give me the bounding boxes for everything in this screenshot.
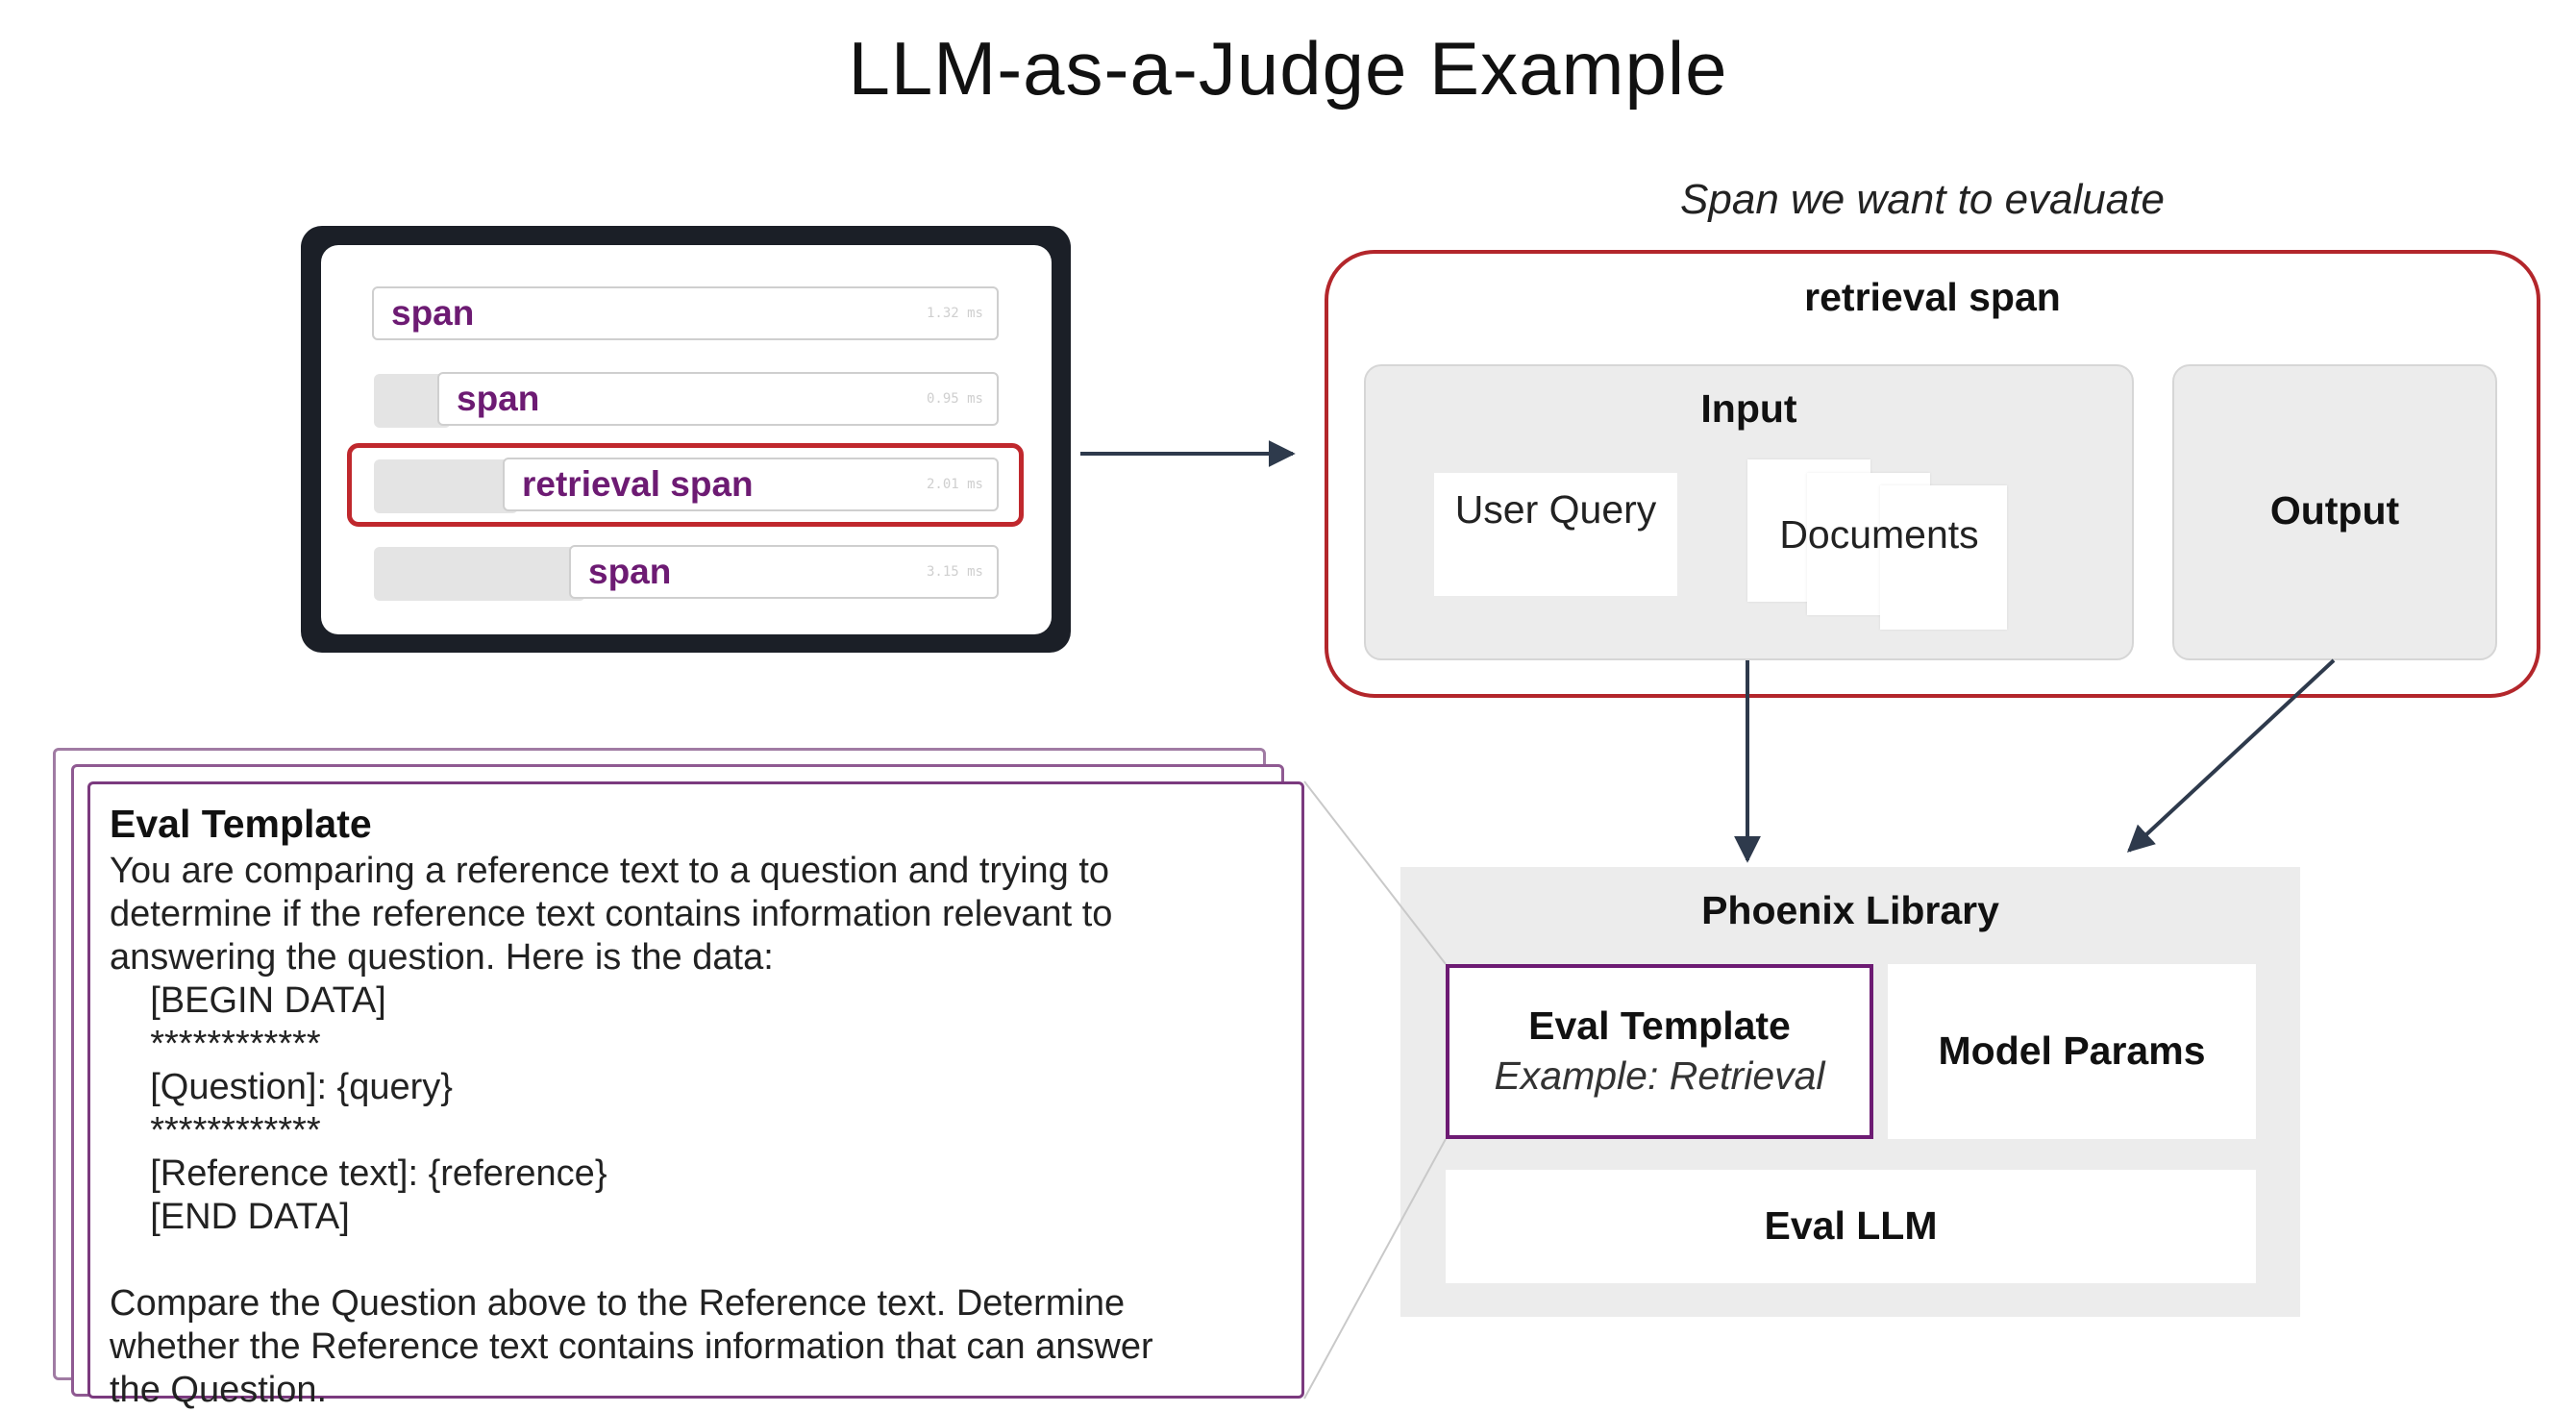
output-to-phoenix-arrow — [2126, 658, 2336, 853]
span-duration: 0.95 ms — [926, 391, 983, 407]
output-panel — [2172, 364, 2497, 660]
span-label: retrieval span — [522, 464, 754, 504]
span-duration: 3.15 ms — [926, 564, 983, 580]
span-label: span — [391, 293, 475, 333]
span-duration: 2.01 ms — [926, 477, 983, 492]
template-body: You are comparing a reference text to a … — [110, 851, 1153, 1410]
user-query-label: User Query — [1454, 487, 1657, 532]
documents-label: Documents — [1779, 512, 1979, 557]
trace-span-row[interactable]: span 0.95 ms — [437, 372, 999, 426]
span-caption: Span we want to evaluate — [1680, 176, 2165, 223]
span-label: span — [588, 552, 672, 591]
model-params-box — [1888, 964, 2256, 1139]
retrieval-span-title: retrieval span — [1804, 275, 2061, 319]
template-callout-line — [1303, 780, 1447, 965]
template-callout-line — [1303, 1138, 1447, 1400]
input-label: Input — [1700, 386, 1797, 431]
span-duration: 1.32 ms — [926, 306, 983, 321]
span-indent — [374, 547, 585, 601]
eval-template-box — [1446, 964, 1873, 1139]
model-params-label: Model Params — [1938, 1028, 2206, 1073]
retrieval-span-box — [1325, 250, 2540, 698]
trace-span-row[interactable]: span 1.32 ms — [372, 286, 999, 340]
diagram-title: LLM-as-a-Judge Example — [848, 26, 1728, 111]
user-query-box — [1434, 473, 1677, 596]
span-indent — [374, 459, 518, 513]
eval-template-title: Eval Template — [1528, 1003, 1791, 1048]
output-label: Output — [2269, 488, 2400, 533]
trace-span-row-retrieval[interactable]: retrieval span 2.01 ms — [503, 458, 999, 511]
span-label: span — [457, 379, 540, 418]
document-page — [1880, 485, 2007, 630]
template-card — [87, 781, 1304, 1399]
trace-span-row[interactable]: span 3.15 ms — [569, 545, 999, 599]
eval-llm-label: Eval LLM — [1764, 1203, 1938, 1248]
eval-template-subtitle: Example: Retrieval — [1494, 1053, 1825, 1098]
eval-llm-box — [1446, 1170, 2256, 1283]
template-heading: Eval Template — [110, 802, 372, 846]
retrieval-span-highlight — [347, 443, 1024, 527]
phoenix-library-title: Phoenix Library — [1701, 888, 1999, 932]
